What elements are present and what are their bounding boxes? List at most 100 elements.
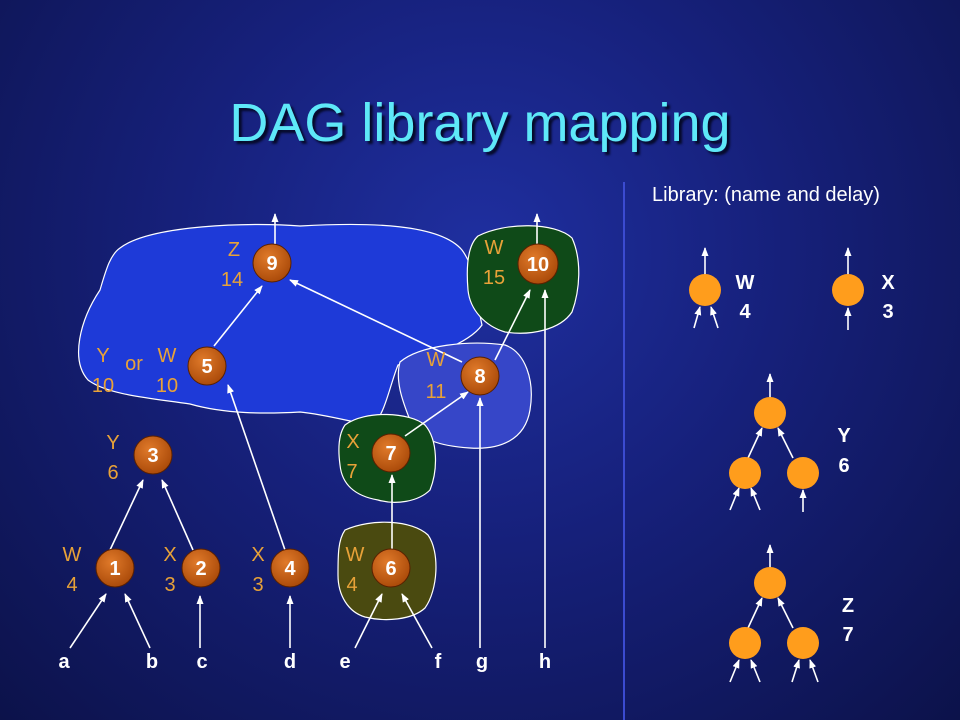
library-x-name: X xyxy=(881,272,895,294)
library-w-input-1 xyxy=(693,306,702,329)
library-z-delay: 7 xyxy=(842,624,853,646)
input-h: h xyxy=(539,651,551,673)
node-2-id: 2 xyxy=(195,558,206,580)
library-z-edge-left xyxy=(747,597,763,629)
library-y-input-1 xyxy=(729,487,740,511)
cover-region-z xyxy=(78,223,483,426)
node-10-delay: 15 xyxy=(483,267,505,289)
node-7-name: X xyxy=(346,431,359,453)
library-w-delay: 4 xyxy=(739,301,751,323)
edge-b-1 xyxy=(124,593,151,649)
node-6: 6 W 4 xyxy=(346,544,411,596)
edge-5-9 xyxy=(213,285,263,347)
node-2-name: X xyxy=(163,544,176,566)
node-5-or: or xyxy=(125,353,143,375)
node-8-delay: 11 xyxy=(426,381,447,403)
library-z-edge-right xyxy=(777,597,794,629)
library-y-edge-right xyxy=(777,427,794,459)
node-5-name-b: W xyxy=(158,345,177,367)
library-z-input-2 xyxy=(750,659,761,683)
input-b: b xyxy=(146,651,158,673)
node-6-delay: 4 xyxy=(346,574,357,596)
node-5-circle xyxy=(187,346,227,386)
library-z-input-1 xyxy=(729,659,740,683)
node-7-id: 7 xyxy=(385,443,396,465)
primary-inputs: a b c d e f g h xyxy=(58,651,551,673)
node-3-delay: 6 xyxy=(107,462,118,484)
library-y-edge-left xyxy=(747,427,763,459)
node-8-name: W xyxy=(427,349,446,371)
node-2-delay: 3 xyxy=(164,574,175,596)
library-cell-w: W 4 xyxy=(689,247,755,329)
node-5-delay-b: 10 xyxy=(156,375,178,397)
library-cell-z: Z 7 xyxy=(729,544,854,683)
library-x-node xyxy=(832,274,864,306)
node-9: 9 Z 14 xyxy=(221,239,292,291)
edge-4-5 xyxy=(227,384,286,551)
input-e: e xyxy=(339,651,350,673)
library-y-left xyxy=(729,457,761,489)
library-z-left xyxy=(729,627,761,659)
library-z-input-3 xyxy=(791,659,800,683)
dag-edges xyxy=(69,213,549,649)
node-4-name: X xyxy=(251,544,264,566)
edge-8-10 xyxy=(494,289,531,361)
node-1-name: W xyxy=(63,544,82,566)
library-w-name: W xyxy=(736,272,755,294)
node-10-id: 10 xyxy=(527,254,549,276)
node-8: 8 W 11 xyxy=(426,349,500,403)
node-8-id: 8 xyxy=(474,366,485,388)
node-6-circle xyxy=(371,548,411,588)
node-2: 2 X 3 xyxy=(163,544,221,596)
node-10: 10 W 15 xyxy=(483,237,559,289)
node-6-id: 6 xyxy=(385,558,396,580)
node-9-name: Z xyxy=(228,239,240,261)
library-y-root xyxy=(754,397,786,429)
edge-2-3 xyxy=(161,479,194,551)
library-z-right xyxy=(787,627,819,659)
node-3-circle xyxy=(133,435,173,475)
input-a: a xyxy=(58,651,70,673)
node-3-name: Y xyxy=(106,432,119,454)
node-7-circle xyxy=(371,433,411,473)
library-y-right xyxy=(787,457,819,489)
node-5-id: 5 xyxy=(201,356,212,378)
node-10-circle xyxy=(517,243,559,285)
node-10-name: W xyxy=(485,237,504,259)
library-y-name: Y xyxy=(837,425,851,447)
node-1: 1 W 4 xyxy=(63,544,135,596)
node-4-circle xyxy=(270,548,310,588)
node-4-delay: 3 xyxy=(252,574,263,596)
edge-a-1 xyxy=(69,593,107,649)
node-1-id: 1 xyxy=(109,558,120,580)
input-g: g xyxy=(476,651,488,673)
node-7-delay: 7 xyxy=(346,461,357,483)
library-cell-x: X 3 xyxy=(832,247,895,330)
edge-7-8 xyxy=(404,391,469,437)
node-3-id: 3 xyxy=(147,445,158,467)
node-9-id: 9 xyxy=(266,253,277,275)
node-5-delay-a: 10 xyxy=(92,375,114,397)
edge-f-6 xyxy=(401,593,433,649)
library-y-delay: 6 xyxy=(838,455,849,477)
node-2-circle xyxy=(181,548,221,588)
library-z-root xyxy=(754,567,786,599)
input-f: f xyxy=(435,651,442,673)
node-9-delay: 14 xyxy=(221,269,243,291)
library-cell-y: Y 6 xyxy=(729,373,851,512)
input-c: c xyxy=(196,651,207,673)
library-w-node xyxy=(689,274,721,306)
library-z-name: Z xyxy=(842,595,854,617)
library-z-input-4 xyxy=(809,659,819,683)
library-w-input-2 xyxy=(710,306,719,329)
node-4-id: 4 xyxy=(284,558,296,580)
node-7: 7 X 7 xyxy=(346,431,411,483)
node-1-delay: 4 xyxy=(66,574,77,596)
node-8-circle xyxy=(460,356,500,396)
node-1-circle xyxy=(95,548,135,588)
node-4: 4 X 3 xyxy=(251,544,310,596)
edge-8-9 xyxy=(289,279,463,363)
node-6-name: W xyxy=(346,544,365,566)
library-x-delay: 3 xyxy=(882,301,893,323)
slide-title: DAG library mapping xyxy=(229,93,731,153)
